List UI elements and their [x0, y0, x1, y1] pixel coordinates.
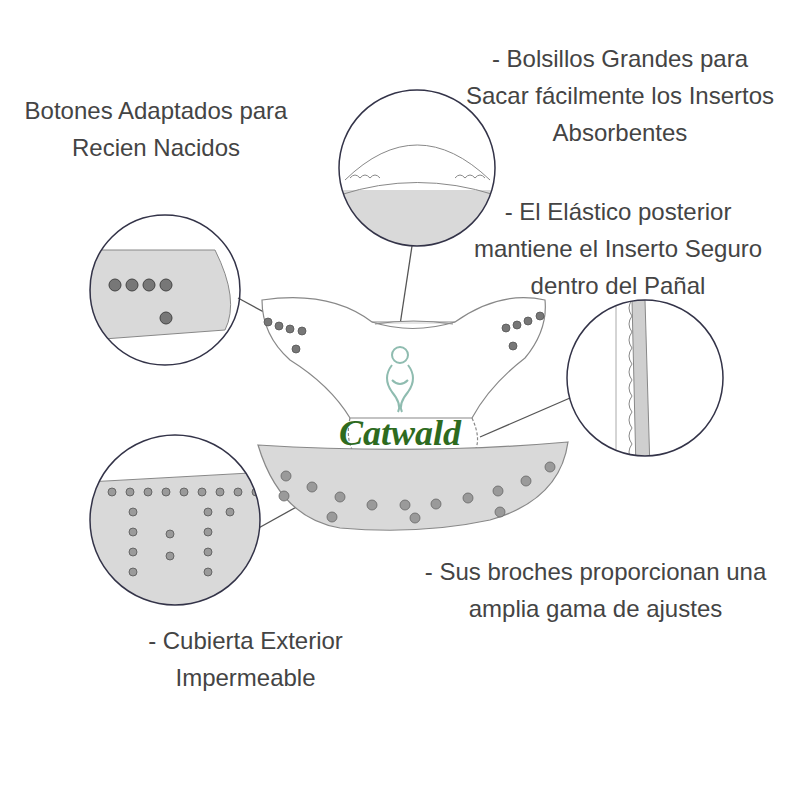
feature-label: Botones Adaptados para Recien Nacidos [22, 92, 290, 166]
feature-label: - Bolsillos Grandes para Sacar fácilment… [462, 40, 778, 152]
feature-label: - Sus broches proporcionan una amplia ga… [418, 553, 773, 627]
feature-label: - El Elástico posterior mantiene el Inse… [458, 193, 778, 305]
feature-label: - Cubierta Exterior Impermeable [118, 622, 373, 696]
brand-logo: Catwald [300, 414, 500, 454]
